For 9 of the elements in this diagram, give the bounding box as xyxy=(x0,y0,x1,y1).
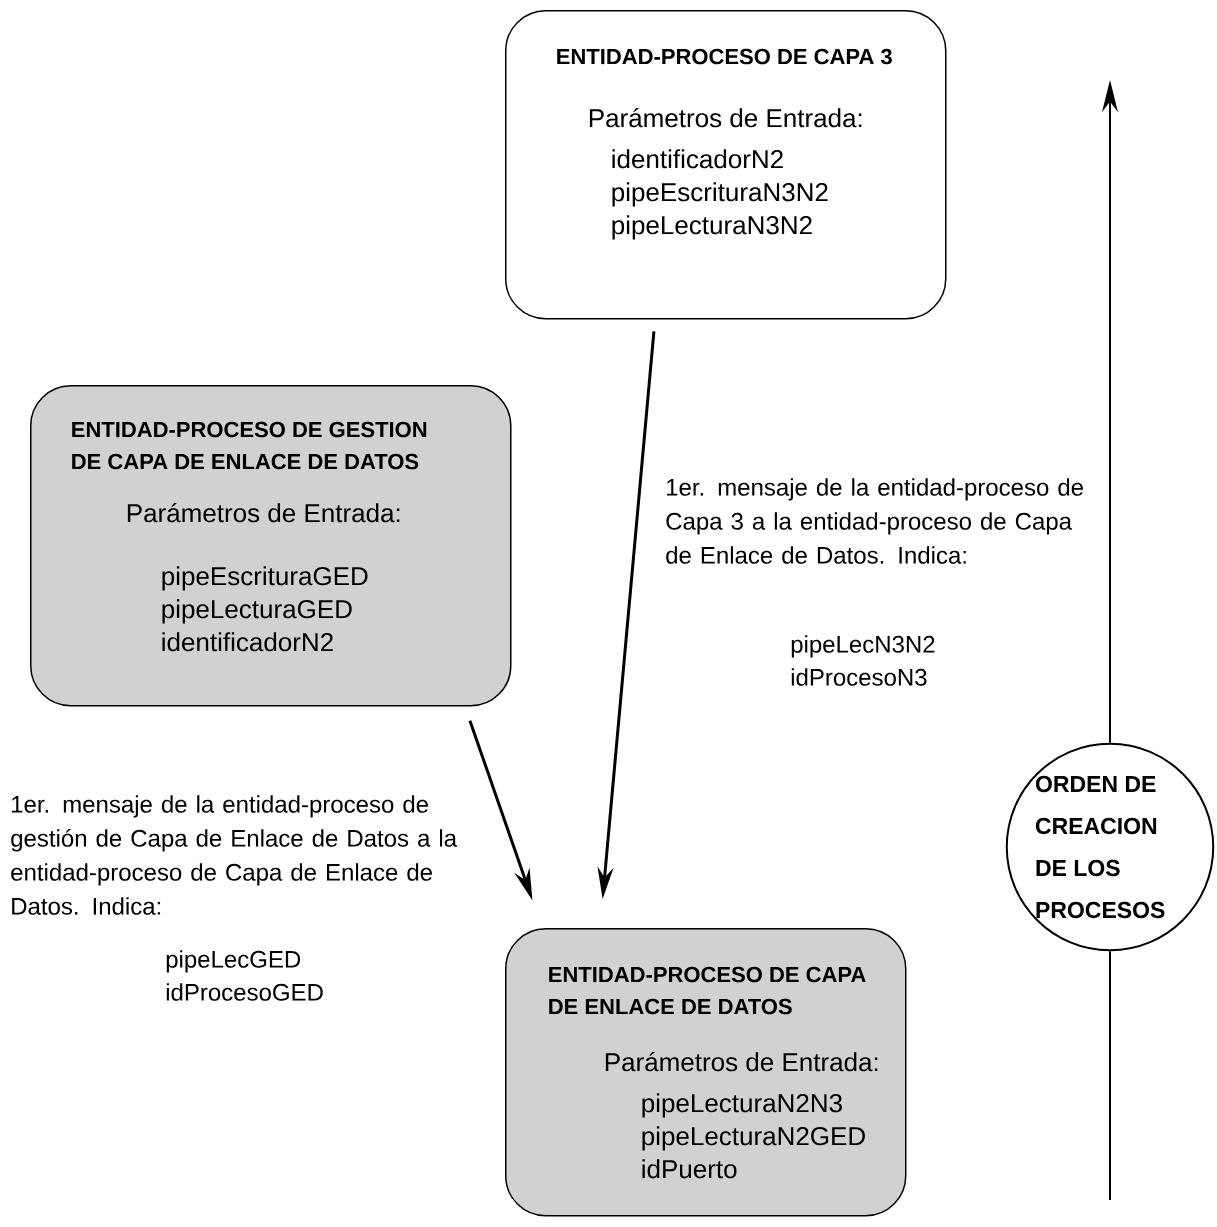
process-box: ENTIDAD-PROCESO DE GESTION DE CAPA DE ENLACE DE DATOS Parámetros de Entrada: pipeEscrituraGED pipeLecturaGED identificadorN2 xyxy=(30,385,512,707)
parameter-label: pipeLecN3N2 xyxy=(791,635,935,658)
process-box: ENTIDAD-PROCESO DE CAPA DE ENLACE DE DATOS Parámetros de Entrada: pipeLecturaN2N3 pipeLecturaN2GED idPuerto xyxy=(505,928,907,1217)
edge-label: 1er. mensaje de la entidad-proceso de Capa 3 a la entidad-proceso de Capa de Enlace de Datos. Indica: xyxy=(666,478,1083,564)
parameter-label: idProcesoGED xyxy=(166,983,323,1001)
process-box: ENTIDAD-PROCESO DE CAPA 3 Parámetros de Entrada: identificadorN2 pipeEscrituraN3N2 pipeLecturaN3N2 xyxy=(505,10,947,320)
edge-label: 1er. mensaje de la entidad-proceso de gestión de Capa de Enlace de Datos a la entidad-proceso de Capa de Enlace de Datos. Indica: xyxy=(11,795,458,915)
parameter-label: pipeLecGED xyxy=(166,950,301,973)
parameter-label: idProcesoN3 xyxy=(791,668,927,686)
